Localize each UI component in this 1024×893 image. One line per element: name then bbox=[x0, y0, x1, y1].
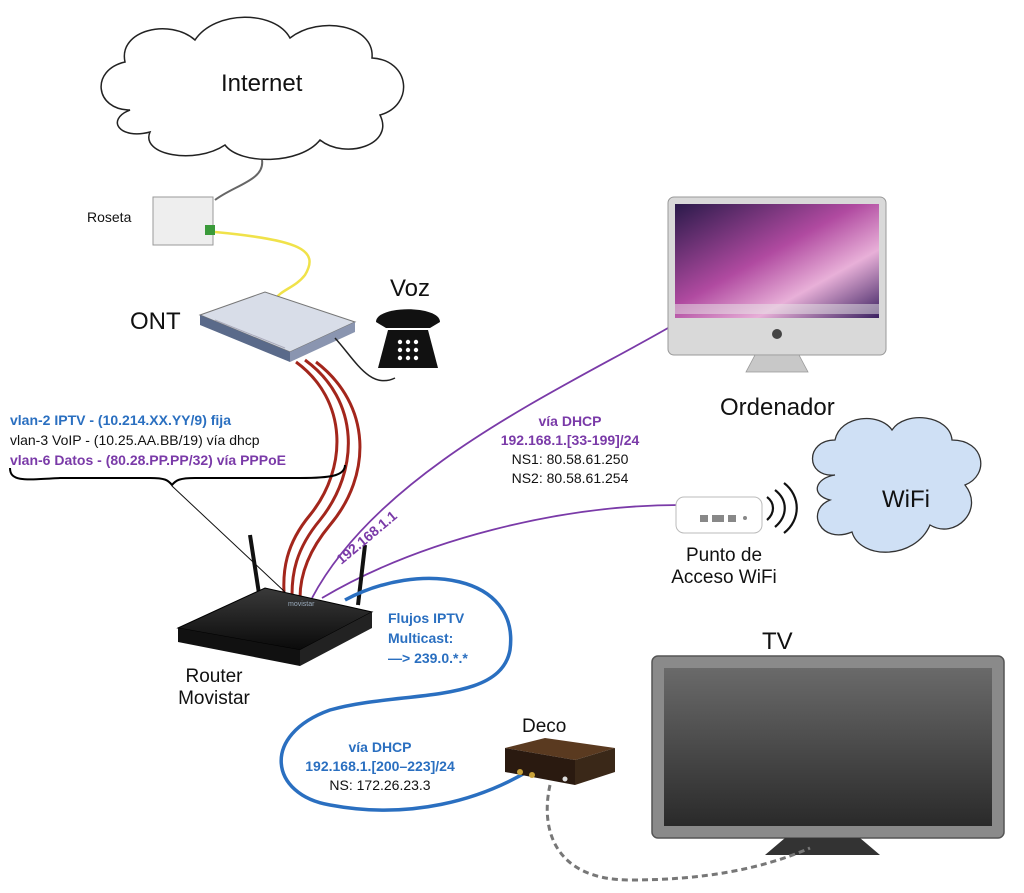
tv-label: TV bbox=[762, 628, 793, 655]
wifi-cloud bbox=[811, 417, 982, 553]
iptv-flows-line3: —> 239.0.*.* bbox=[388, 650, 468, 666]
ont-router-cables bbox=[282, 358, 362, 599]
ont-device bbox=[198, 291, 357, 362]
internet-roseta-cable bbox=[214, 159, 264, 201]
internet-cloud bbox=[100, 16, 405, 161]
lan-dhcp-ns2: NS2: 80.58.61.254 bbox=[511, 470, 629, 486]
vlan-pointer-line bbox=[171, 485, 286, 593]
vlan-brace bbox=[9, 464, 346, 487]
deco-dhcp-range: 192.168.1.[200–223]/24 bbox=[305, 758, 455, 774]
deco-label: Deco bbox=[522, 716, 567, 737]
vlan-6-line: vlan-6 Datos - (80.28.PP.PP/32) vía PPPo… bbox=[10, 452, 286, 468]
vlan-list: vlan-2 IPTV - (10.214.XX.YY/9) fija vlan… bbox=[10, 410, 286, 470]
deco-dhcp-title: vía DHCP bbox=[348, 739, 412, 755]
access-point-label-line1: Punto de bbox=[685, 545, 763, 566]
tv-device bbox=[651, 655, 1005, 855]
iptv-flows-line1: Flujos IPTV bbox=[388, 610, 465, 626]
access-point-device bbox=[675, 496, 763, 534]
deco-device bbox=[505, 738, 615, 785]
ordenador-label: Ordenador bbox=[720, 394, 835, 421]
phone-icon bbox=[376, 309, 440, 368]
router-computer-cable bbox=[311, 327, 669, 599]
iptv-flows-line2: Multicast: bbox=[388, 630, 454, 646]
svg-text:movistar: movistar bbox=[288, 601, 315, 608]
internet-label: Internet bbox=[221, 70, 303, 97]
router-label-line1: Router bbox=[185, 666, 243, 687]
router-label-line2: Movistar bbox=[178, 688, 250, 709]
lan-dhcp-title: vía DHCP bbox=[538, 413, 602, 429]
roseta-label: Roseta bbox=[87, 209, 132, 225]
router-device: movistar bbox=[176, 534, 374, 666]
wifi-signal-icon bbox=[766, 482, 798, 534]
ont-label: ONT bbox=[130, 308, 181, 335]
lan-dhcp-ns1: NS1: 80.58.61.250 bbox=[511, 451, 629, 467]
computer-icon bbox=[667, 196, 887, 373]
vlan-3-line: vlan-3 VoIP - (10.25.AA.BB/19) vía dhcp bbox=[10, 432, 260, 448]
lan-dhcp-range: 192.168.1.[33-199]/24 bbox=[500, 432, 640, 448]
roseta-device bbox=[152, 196, 215, 246]
deco-dhcp-ns: NS: 172.26.23.3 bbox=[329, 777, 431, 793]
wifi-label: WiFi bbox=[882, 486, 930, 513]
deco-dhcp-info: vía DHCP 192.168.1.[200–223]/24 NS: 172.… bbox=[288, 738, 472, 795]
voz-label: Voz bbox=[390, 275, 431, 302]
phone-cable bbox=[334, 337, 396, 382]
router-deco-cable bbox=[279, 576, 531, 812]
router-label: Router Movistar bbox=[168, 666, 260, 710]
deco-tv-cable bbox=[545, 784, 811, 882]
access-point-label: Punto de Acceso WiFi bbox=[662, 545, 786, 589]
fiber-cable bbox=[214, 230, 311, 301]
vlan-2-line: vlan-2 IPTV - (10.214.XX.YY/9) fija bbox=[10, 412, 231, 428]
lan-dhcp-info: vía DHCP 192.168.1.[33-199]/24 NS1: 80.5… bbox=[482, 412, 658, 488]
iptv-flows-info: Flujos IPTV Multicast: —> 239.0.*.* bbox=[388, 608, 468, 668]
access-point-label-line2: Acceso WiFi bbox=[671, 567, 777, 588]
